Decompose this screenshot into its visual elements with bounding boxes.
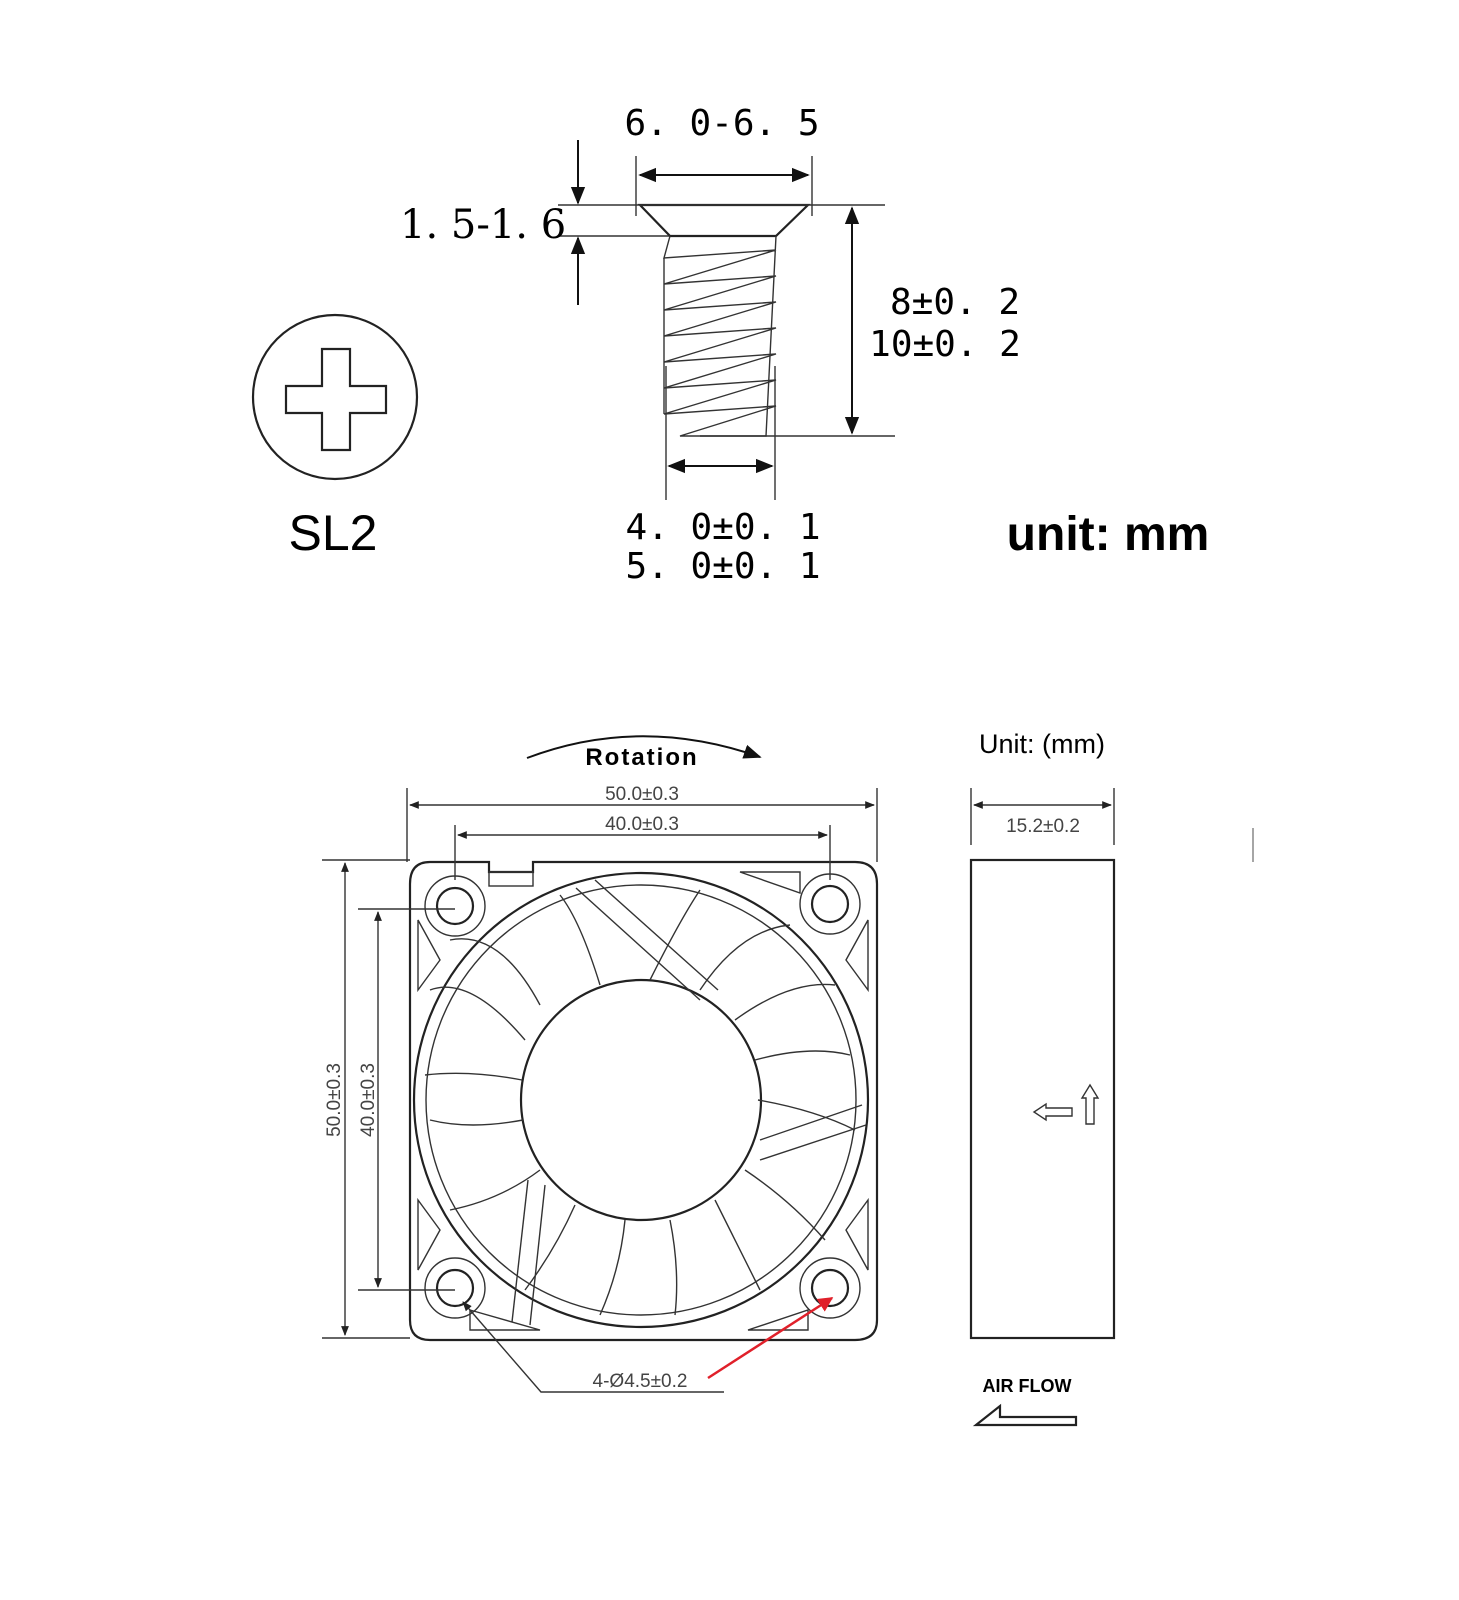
airflow-arrow-icon	[972, 1403, 1078, 1427]
hole-spec-label: 4-Ø4.5±0.2	[593, 1371, 688, 1392]
length-label-a: 8±0. 2	[890, 282, 1020, 323]
screw-unit-label: unit: mm	[1007, 508, 1210, 561]
rotation-label: Rotation	[585, 744, 698, 771]
phillips-head-icon	[251, 313, 419, 481]
diameter-label-a: 4. 0±0. 1	[625, 507, 820, 548]
mounting-hole-bl	[424, 1257, 486, 1319]
fan-unit-label: Unit: (mm)	[979, 729, 1105, 759]
mounting-hole-tl	[424, 875, 486, 937]
height-outer-label: 50.0±0.3	[324, 1063, 345, 1137]
width-outer-label: 50.0±0.3	[605, 784, 679, 805]
length-label-b: 10±0. 2	[869, 324, 1021, 365]
fan-side-body	[969, 858, 1116, 1340]
mounting-hole-br	[799, 1257, 861, 1319]
screw-profile	[637, 203, 811, 437]
thickness-label: 15.2±0.2	[1006, 816, 1080, 837]
width-holes-label: 40.0±0.3	[605, 814, 679, 835]
rotation-arrow-icon	[526, 735, 762, 759]
fan-frame	[408, 860, 879, 1342]
drive-type-label: SL2	[289, 505, 378, 561]
screw-drawing: 6. 0-6. 5 1. 5-1. 6 8±0. 2 10±0. 2 4. 0±…	[251, 103, 1210, 587]
hole-callout-leader	[462, 1301, 724, 1393]
height-holes-label: 40.0±0.3	[358, 1063, 379, 1137]
direction-arrows-icon	[1032, 1083, 1100, 1125]
head-width-label: 6. 0-6. 5	[624, 103, 819, 144]
fan-front-view: Rotation	[322, 735, 879, 1393]
fan-ring	[412, 871, 870, 1329]
airflow-label: AIR FLOW	[983, 1376, 1072, 1396]
fan-hub	[519, 978, 763, 1222]
red-callout-arrow-icon	[707, 1296, 834, 1380]
mounting-hole-tr	[799, 873, 861, 935]
head-height-label: 1. 5-1. 6	[400, 202, 566, 248]
fan-blades	[424, 889, 856, 1316]
diameter-label-b: 5. 0±0. 1	[625, 546, 820, 587]
fan-side-view: Unit: (mm) 15.2±0.2 AIR FLOW	[969, 729, 1254, 1427]
